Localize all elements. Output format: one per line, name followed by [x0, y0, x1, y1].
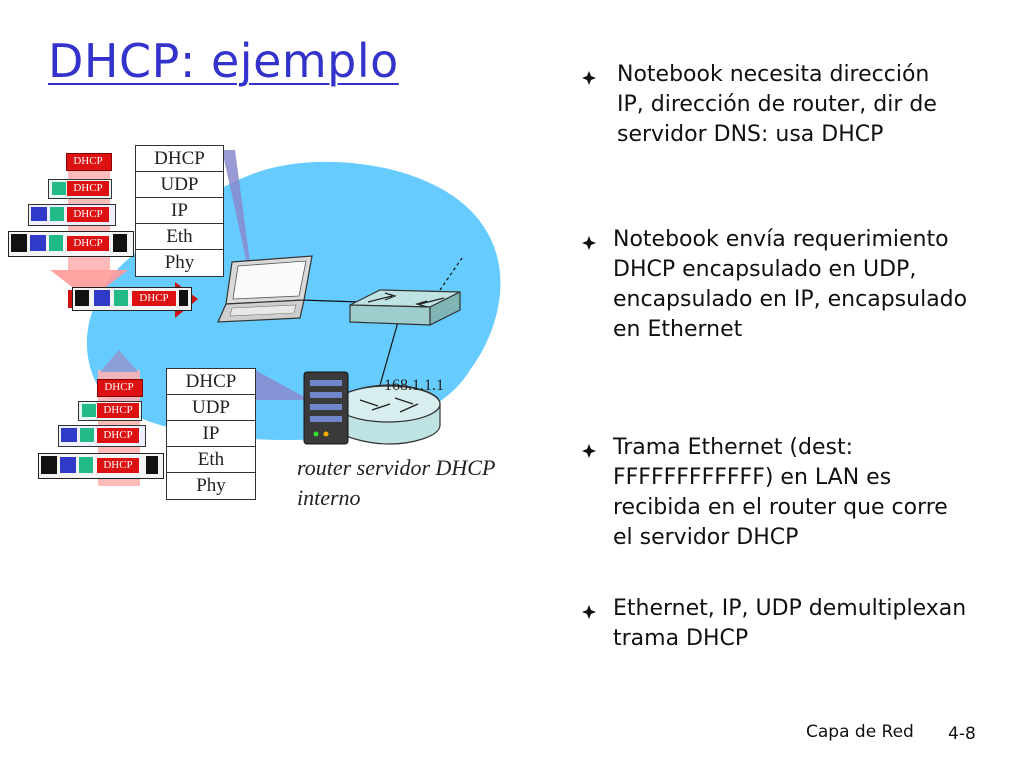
- router-dhcp-server-label: router servidor DHCP interno: [297, 455, 496, 510]
- link-switch-router: [379, 321, 399, 386]
- udp-header-block: [52, 182, 66, 195]
- phy-header-block: [75, 290, 89, 306]
- switch-icon: [349, 289, 461, 326]
- bullet-text-3: Trama Ethernet (dest: FFFFFFFFFFFF) en L…: [613, 435, 948, 550]
- stack-top-udp: UDP: [136, 172, 223, 198]
- packet-dhcp-bottom-3: [97, 428, 139, 443]
- stack-bottom-ip: IP: [167, 421, 255, 447]
- stack-bottom-udp: UDP: [167, 395, 255, 421]
- eth-trailer-block-b: [146, 456, 158, 474]
- protocol-stack-top: DHCP UDP IP Eth Phy: [135, 145, 224, 277]
- laptop-icon: [217, 255, 313, 323]
- packet-dhcp-top-1: [66, 153, 112, 171]
- stack-bottom-dhcp: DHCP: [167, 369, 255, 395]
- server-icon: [303, 371, 349, 445]
- footer-section: Capa de Red: [806, 722, 914, 742]
- stack-top-ip: IP: [136, 198, 223, 224]
- router-icon: [334, 384, 441, 445]
- packet-dhcp-phy-label: DHCP: [139, 292, 169, 304]
- bullet-text-2: Notebook envía requerimiento DHCP encaps…: [613, 227, 968, 342]
- udp-header-block-b: [82, 404, 96, 417]
- packet-dhcp-bottom-2: [97, 403, 139, 418]
- stack-top-eth: Eth: [136, 224, 223, 250]
- diamond-bullet-icon: [582, 236, 596, 250]
- ip-header-block: [31, 207, 47, 221]
- stack-top-phy: Phy: [164, 252, 195, 273]
- stack-bottom-phy: Phy: [196, 475, 226, 496]
- packet-dhcp-phy: [132, 291, 176, 306]
- stack-bottom-eth: Eth: [167, 447, 255, 473]
- packet-dhcp-bottom-1-label: DHCP: [104, 381, 134, 393]
- phy-ip-block: [94, 290, 110, 306]
- packet-dhcp-top-1-label: DHCP: [73, 155, 103, 167]
- phy-trailer-block: [179, 290, 188, 306]
- eth-ip-block-b: [60, 457, 76, 473]
- packet-dhcp-top-4: [67, 236, 109, 251]
- link-switch-out: [439, 257, 463, 291]
- ip-header-block-b: [61, 428, 77, 442]
- footer-page-number: 4-8: [948, 724, 976, 744]
- diamond-bullet-icon: [582, 605, 596, 619]
- diamond-bullet-icon: [582, 71, 596, 85]
- packet-dhcp-bottom-3-label: DHCP: [103, 429, 133, 441]
- diamond-bullet-icon: [582, 444, 596, 458]
- router-ip-label: 168.1.1.1: [384, 377, 444, 394]
- phy-udp-block: [114, 290, 128, 306]
- eth-ip-block: [30, 235, 46, 251]
- bullet-list: Notebook necesita dirección IP, direcció…: [578, 0, 1018, 768]
- eth-udp-block: [49, 235, 63, 251]
- ip-udp-header-block: [50, 207, 64, 221]
- eth-header-block-b: [41, 456, 57, 474]
- packet-dhcp-bottom-1: [97, 379, 143, 397]
- packet-dhcp-bottom-2-label: DHCP: [103, 404, 133, 416]
- ip-udp-header-block-b: [80, 428, 94, 442]
- page-title: DHCP: ejemplo: [48, 34, 399, 88]
- eth-udp-block-b: [79, 457, 93, 473]
- packet-dhcp-top-3: [67, 207, 109, 222]
- bottom-stack-pointer: [255, 370, 310, 400]
- link-laptop-switch: [299, 299, 361, 303]
- packet-dhcp-top-3-label: DHCP: [73, 208, 103, 220]
- eth-trailer-block: [113, 234, 127, 252]
- packet-dhcp-bottom-4-label: DHCP: [103, 459, 133, 471]
- packet-dhcp-bottom-4: [97, 458, 139, 473]
- bullet-text-1: Notebook necesita dirección IP, direcció…: [617, 62, 937, 147]
- packet-dhcp-top-4-label: DHCP: [73, 237, 103, 249]
- packet-dhcp-top-2: [67, 181, 109, 196]
- bullet-text-4: Ethernet, IP, UDP demultiplexan trama DH…: [613, 596, 967, 651]
- stack-top-dhcp: DHCP: [136, 146, 223, 172]
- eth-header-block: [11, 234, 27, 252]
- protocol-stack-bottom: DHCP UDP IP Eth Phy: [166, 368, 256, 500]
- packet-dhcp-top-2-label: DHCP: [73, 182, 103, 194]
